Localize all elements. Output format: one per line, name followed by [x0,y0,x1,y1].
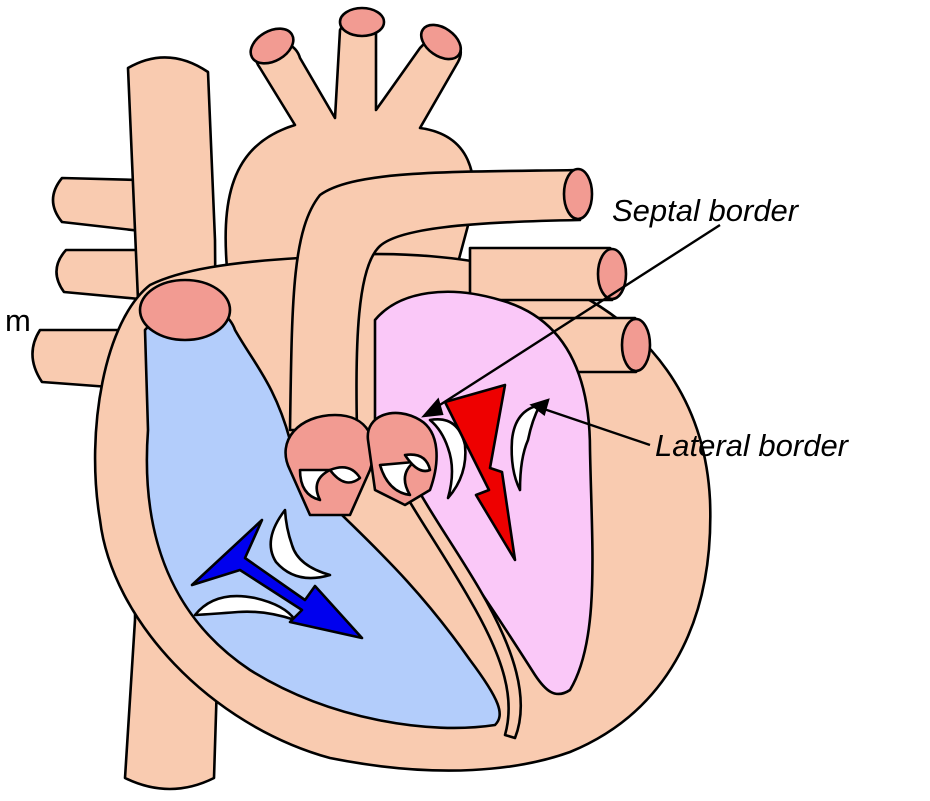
aortic-valve [368,413,437,505]
septal-border-label: Septal border [612,195,798,226]
pulmonary-artery-opening [564,169,592,219]
vena-cava-opening [140,280,230,340]
lateral-border-label: Lateral border [655,430,848,461]
aorta-branch-opening-2 [340,8,384,36]
cropped-left-label: m [5,305,31,336]
